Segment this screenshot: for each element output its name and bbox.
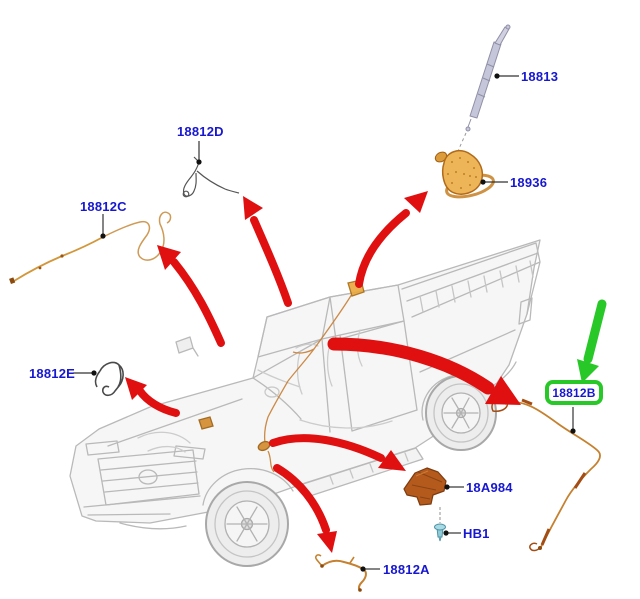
- truck-bumper-lines: [83, 495, 201, 530]
- truck-headlights: [85, 440, 206, 460]
- truck-mirror: [175, 336, 199, 357]
- part-label-18812c: 18812C: [80, 199, 127, 214]
- leader-lines: [73, 75, 574, 570]
- wire-18812a-graphic: [315, 554, 367, 592]
- antenna-mast-graphic: [457, 24, 511, 152]
- red-arrow-heads: [125, 191, 521, 553]
- part-label-18812d: 18812D: [177, 124, 224, 139]
- antenna-base-texture-dots: [447, 157, 477, 189]
- red-arrow-to-18812e: [136, 387, 180, 417]
- part-label-18813: 18813: [521, 69, 559, 84]
- truck-front-wheel: [205, 481, 289, 567]
- screw-hb1-graphic: [434, 507, 446, 542]
- red-arrow-to-18812b: [327, 337, 495, 395]
- wire-18812e-graphic: [94, 361, 124, 397]
- part-label-18a984: 18A984: [466, 480, 513, 495]
- red-arrow-to-18812c: [170, 258, 225, 347]
- wire-18812c-graphic: [9, 211, 172, 285]
- truck-bed-lines: [401, 242, 541, 373]
- truck-ghost-illustration: [69, 239, 541, 567]
- red-arrow-to-18812d: [250, 216, 292, 307]
- module-18a984-graphic: [403, 467, 447, 506]
- red-arrow-shafts: [136, 209, 495, 534]
- highlight-box-18812b: 18812B: [545, 380, 603, 405]
- green-highlight-arrow: [577, 299, 607, 383]
- red-arrow-to-18a984: [269, 434, 385, 462]
- part-label-18812b: 18812B: [552, 385, 596, 400]
- truck-grille: [97, 449, 200, 506]
- truck-cab-lines: [252, 320, 418, 433]
- antenna-base-graphic: [434, 150, 495, 199]
- part-label-hb1: HB1: [463, 526, 490, 541]
- red-arrow-to-18936: [355, 209, 410, 288]
- harness-on-truck: [198, 279, 365, 473]
- part-label-18936: 18936: [510, 175, 548, 190]
- truck-steering-wheel: [264, 386, 280, 398]
- truck-rear-wheel: [425, 375, 497, 451]
- red-arrow-to-18812a: [273, 464, 330, 534]
- wire-18812b-graphic: [491, 397, 601, 552]
- truck-badge: [138, 469, 158, 485]
- wire-18812d-graphic: [182, 156, 240, 198]
- part-label-18812a: 18812A: [383, 562, 430, 577]
- truck-hood-lines: [107, 377, 302, 447]
- truck-running-board-ticks: [329, 452, 409, 485]
- truck-bed-slats: [419, 260, 534, 313]
- part-label-18812e: 18812E: [29, 366, 76, 381]
- leader-dots: [91, 73, 576, 572]
- hood-harness-mark: [198, 416, 214, 430]
